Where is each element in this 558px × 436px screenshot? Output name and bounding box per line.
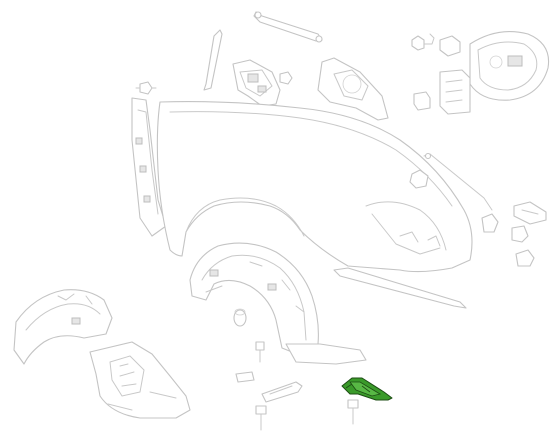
- square-clip-part[interactable]: [413, 91, 431, 111]
- latch-block-part[interactable]: [439, 69, 471, 115]
- bottom-bolt-2-part[interactable]: [347, 399, 359, 425]
- retainer-part[interactable]: [439, 35, 461, 57]
- highlighted-part[interactable]: [341, 377, 393, 401]
- lamp-bracket-part[interactable]: [469, 31, 550, 101]
- bracket-part[interactable]: [232, 59, 281, 107]
- pillar-bracket-part[interactable]: [131, 97, 167, 237]
- clip-right-4-part[interactable]: [515, 249, 535, 267]
- grommet-right-part[interactable]: [409, 169, 429, 189]
- bottom-bolt-1-part[interactable]: [255, 405, 267, 431]
- front-fender-part[interactable]: [156, 101, 473, 273]
- clip-right-3-part[interactable]: [511, 225, 529, 243]
- wire-rod-part[interactable]: [423, 152, 493, 211]
- nut-part[interactable]: [279, 71, 293, 85]
- grommet-part[interactable]: [411, 33, 435, 51]
- headlight-bezel-part[interactable]: [317, 57, 389, 121]
- liner-bolt-part[interactable]: [255, 341, 265, 363]
- clip-part[interactable]: [135, 81, 157, 95]
- bumper-stop-part[interactable]: [233, 308, 247, 327]
- rear-liner-part[interactable]: [13, 289, 113, 365]
- moulding-strip-part[interactable]: [333, 267, 467, 309]
- splash-shield-part[interactable]: [89, 341, 191, 419]
- wheel-liner-part[interactable]: [189, 242, 367, 365]
- lower-bracket-part[interactable]: [261, 381, 303, 403]
- trim-strip-part[interactable]: [203, 29, 223, 91]
- clip-right-1-part[interactable]: [481, 213, 499, 233]
- clip-right-2-part[interactable]: [513, 201, 547, 225]
- hood-rod-part[interactable]: [253, 11, 323, 43]
- cover-plate-part[interactable]: [235, 371, 255, 383]
